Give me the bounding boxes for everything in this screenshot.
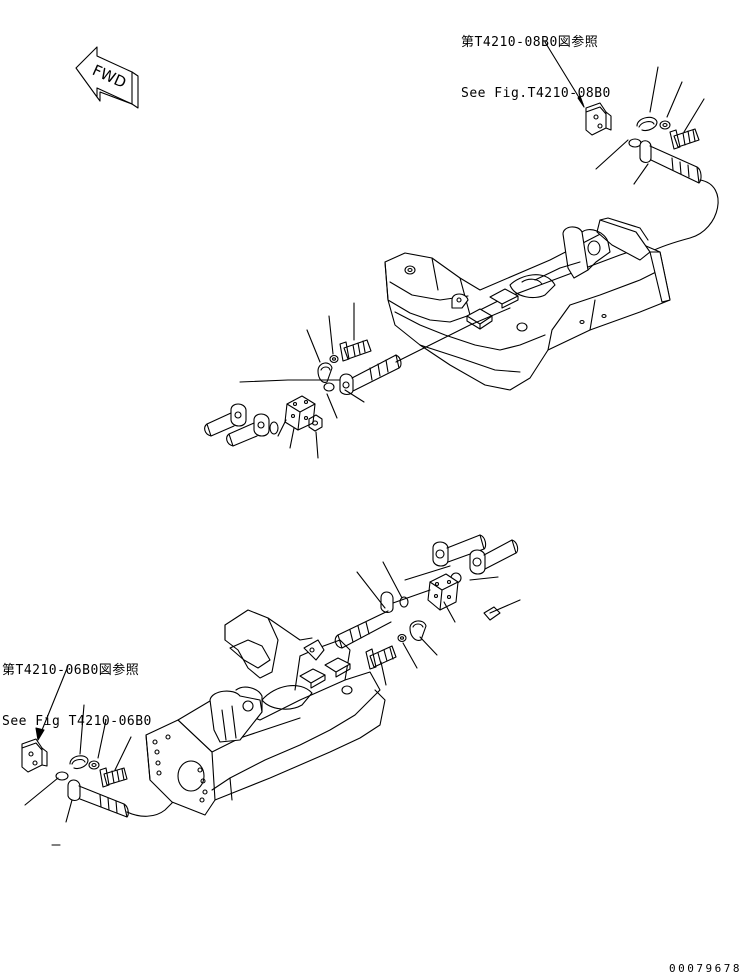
top-bracket — [585, 102, 612, 136]
top-assembly — [204, 41, 719, 459]
reference-note-bottom-en: See Fig T4210-06B0 — [2, 714, 152, 729]
reference-note-top-jp: 第T4210-08B0図参照 — [461, 35, 599, 50]
reference-note-top: 第T4210-08B0図参照 See Fig.T4210-08B0 — [461, 0, 611, 119]
top-left-parts — [204, 302, 511, 459]
reference-note-bottom: 第T4210-06B0図参照 See Fig T4210-06B0 — [2, 628, 152, 747]
top-bolt — [669, 128, 700, 150]
bottom-right-parts — [334, 534, 521, 686]
bottom-assembly — [21, 534, 521, 846]
top-shaft — [639, 140, 702, 184]
fwd-arrow-icon: FWD — [75, 46, 139, 109]
drawing-code: 00079678 — [669, 962, 742, 975]
bottom-bracket — [21, 738, 48, 773]
top-main-frame — [384, 217, 671, 391]
reference-note-top-en: See Fig.T4210-08B0 — [461, 86, 611, 101]
reference-note-bottom-jp: 第T4210-06B0図参照 — [2, 663, 140, 678]
bottom-main-frame — [145, 609, 386, 816]
